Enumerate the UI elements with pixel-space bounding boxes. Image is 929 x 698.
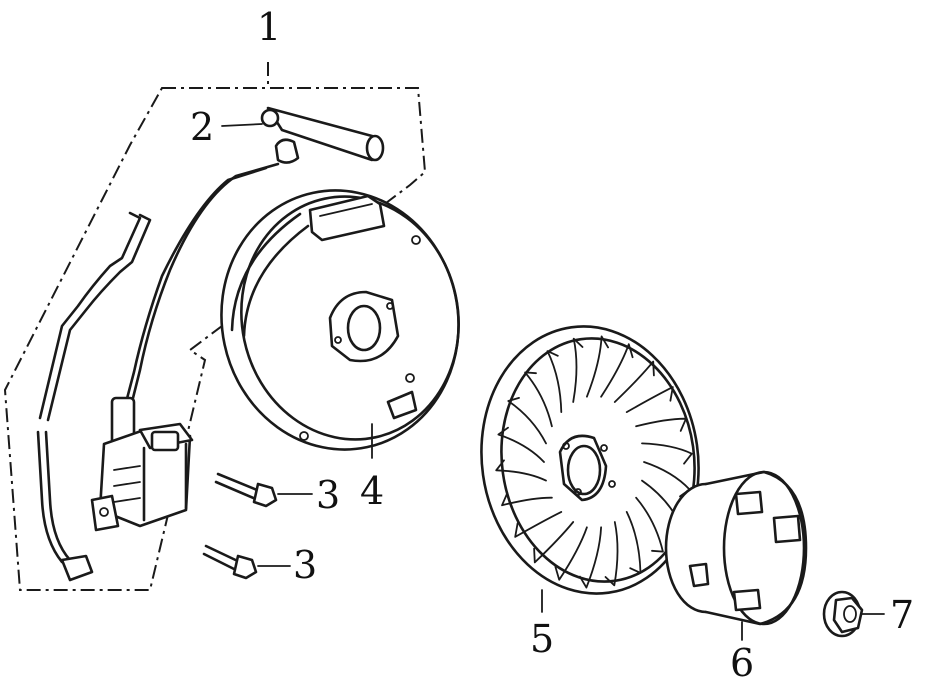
fan-blade: [579, 526, 602, 589]
fan-blade: [507, 397, 547, 445]
callout-1: 1: [257, 5, 281, 49]
fan-blade: [546, 350, 563, 413]
fan-blade: [625, 386, 674, 413]
callout-5: 5: [530, 617, 554, 661]
flange-nut: [822, 590, 885, 638]
fan-blade: [554, 526, 588, 581]
fan-blade: [641, 442, 693, 465]
callout-3-upper: 3: [316, 473, 340, 517]
callout-2: 2: [190, 105, 214, 149]
ground-wire: [36, 211, 152, 582]
starter-cup: [664, 470, 808, 641]
assembly-boundary-1: [3, 62, 427, 591]
stator-plate: [220, 189, 460, 459]
high-tension-lead: [122, 162, 280, 412]
callout-3-lower: 3: [293, 543, 317, 587]
callout-4: 4: [360, 469, 384, 513]
flywheel-fan: [480, 325, 700, 613]
fan-blade: [497, 426, 545, 463]
fan-blade: [533, 521, 575, 564]
callout-7: 7: [890, 593, 914, 637]
fan-blade: [600, 343, 634, 398]
bolt-upper: [214, 472, 313, 508]
fan-blade: [625, 511, 642, 574]
fan-blade: [514, 511, 563, 538]
fan-blade: [572, 337, 584, 403]
callout-6: 6: [730, 641, 754, 685]
bolt-lower: [202, 544, 291, 580]
callout-labels: 1 2 3 3 4 5 6 7: [190, 5, 914, 685]
spark-plug-cap: [221, 106, 385, 164]
fan-blade: [501, 492, 553, 507]
ignition-coil: [90, 396, 194, 532]
fan-blade: [604, 521, 619, 587]
fan-blade: [613, 360, 655, 403]
fan-blade: [635, 417, 687, 432]
fan-blade: [586, 335, 609, 398]
fan-blade: [635, 496, 664, 553]
fan-blade: [524, 371, 553, 428]
fan-blade: [495, 459, 547, 482]
